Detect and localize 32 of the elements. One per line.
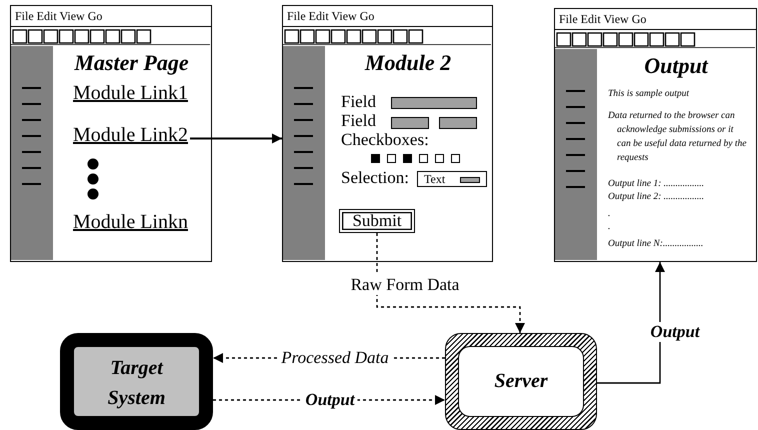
- form-label: Field: [341, 92, 376, 112]
- output-text: This is sample output: [608, 89, 690, 99]
- arrow: [376, 233, 525, 333]
- browser-window: [554, 8, 757, 262]
- hyperlink: Module Link2: [73, 124, 188, 147]
- page-heading: Module 2: [364, 50, 452, 76]
- dropdown-select: Text: [417, 171, 487, 187]
- submit-button: Submit: [339, 209, 415, 233]
- hyperlink: Module Linkn: [73, 211, 188, 234]
- output-text: Data returned to the browser can acknowledge submissions or it can be useful data returned by the requests: [608, 110, 748, 165]
- server-box: [445, 333, 597, 430]
- browser-window: [10, 5, 212, 262]
- arrow: [597, 262, 665, 384]
- menu-label: File Edit View Go: [15, 9, 102, 24]
- output-text: .: [608, 222, 610, 232]
- output-text: .: [608, 209, 610, 219]
- menu-label: File Edit View Go: [287, 9, 374, 24]
- node-label: Server: [458, 346, 584, 417]
- form-label: Selection:: [341, 168, 409, 188]
- hyperlink: Module Link1: [73, 82, 188, 105]
- node-label: Target System: [106, 356, 166, 411]
- output-text: Output line 2: .................: [608, 192, 704, 202]
- menu-label: File Edit View Go: [559, 12, 646, 27]
- page-heading: Master Page: [73, 50, 190, 76]
- output-text: Output line N:.................: [608, 239, 704, 249]
- form-label: Field: [341, 111, 376, 131]
- output-text: Output line 1: .................: [608, 179, 704, 189]
- browser-window: [282, 5, 493, 262]
- page-heading: Output: [643, 53, 710, 79]
- form-label: Checkboxes:: [341, 130, 429, 150]
- system-box: [60, 333, 213, 430]
- arrow: [190, 134, 282, 144]
